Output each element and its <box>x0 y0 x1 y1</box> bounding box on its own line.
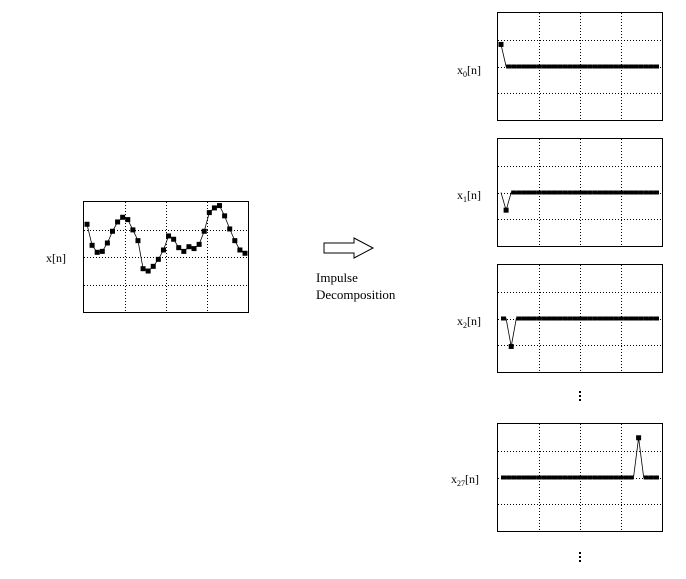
sample-point <box>186 244 192 250</box>
component-plot-x1 <box>497 138 663 247</box>
component-label-x0: x0[n] <box>457 63 481 82</box>
component-label-main: x <box>457 63 463 77</box>
sample-point <box>196 241 202 247</box>
sample-point <box>155 256 161 262</box>
vertical-ellipsis-icon <box>578 391 582 403</box>
sample-point <box>115 219 121 225</box>
sample-point <box>120 214 126 220</box>
sample-point <box>166 233 172 239</box>
sample-point <box>503 207 509 213</box>
sample-point <box>94 249 100 255</box>
component-label-main: x <box>457 314 463 328</box>
component-label-sub: 2 <box>463 321 467 330</box>
plot-svg <box>498 13 662 120</box>
sample-point <box>109 228 115 234</box>
component-label-main: x <box>457 188 463 202</box>
sample-point <box>508 343 514 349</box>
sample-point <box>160 247 166 253</box>
sample-point <box>104 240 110 246</box>
input-signal-label: x[n] <box>46 251 66 265</box>
sample-point <box>242 250 248 256</box>
signal-line <box>501 437 659 478</box>
component-label-x1: x1[n] <box>457 188 481 207</box>
sample-point <box>191 246 197 252</box>
decomposition-caption: Impulse Decomposition <box>316 269 395 303</box>
sample-point <box>135 238 141 244</box>
sample-point <box>145 268 151 274</box>
component-label-main: x <box>451 472 457 486</box>
sample-point <box>211 205 217 211</box>
sample-point <box>227 226 233 232</box>
sample-point <box>176 245 182 251</box>
sample-point <box>181 248 187 254</box>
sample-point <box>232 238 238 244</box>
component-label-tail: [n] <box>467 314 481 328</box>
sample-point <box>99 248 105 254</box>
sample-point <box>222 213 228 219</box>
sample-point <box>217 203 223 209</box>
sample-point <box>84 221 90 227</box>
sample-point <box>237 247 243 253</box>
component-label-tail: [n] <box>467 63 481 77</box>
plot-svg <box>498 265 662 372</box>
sample-point <box>150 263 156 269</box>
plot-svg <box>498 424 662 531</box>
caption-line-2: Decomposition <box>316 287 396 302</box>
sample-point <box>636 435 642 441</box>
sample-point <box>125 217 131 223</box>
component-label-x2: x2[n] <box>457 314 481 333</box>
plot-svg <box>498 139 662 246</box>
sample-point <box>206 210 212 216</box>
sample-point <box>130 227 136 233</box>
sample-point <box>498 41 504 47</box>
component-plot-x0 <box>497 12 663 121</box>
signal-line <box>500 44 659 67</box>
component-plot-x27 <box>497 423 663 532</box>
right-arrow-icon <box>323 237 375 259</box>
caption-line-1: Impulse <box>316 270 358 285</box>
signal-line <box>501 318 659 347</box>
input-signal-plot <box>83 201 249 313</box>
component-label-x27: x27[n] <box>451 472 479 491</box>
vertical-ellipsis-icon <box>578 552 582 564</box>
component-plot-x2 <box>497 264 663 373</box>
sample-point <box>171 236 177 242</box>
component-label-tail: [n] <box>465 472 479 486</box>
component-label-sub: 1 <box>463 195 467 204</box>
sample-point <box>140 266 146 272</box>
component-label-sub: 27 <box>457 479 465 488</box>
sample-point <box>89 242 95 248</box>
component-label-sub: 0 <box>463 70 467 79</box>
component-label-tail: [n] <box>467 188 481 202</box>
plot-svg <box>84 202 248 312</box>
sample-point <box>201 228 207 234</box>
signal-line <box>500 192 659 212</box>
